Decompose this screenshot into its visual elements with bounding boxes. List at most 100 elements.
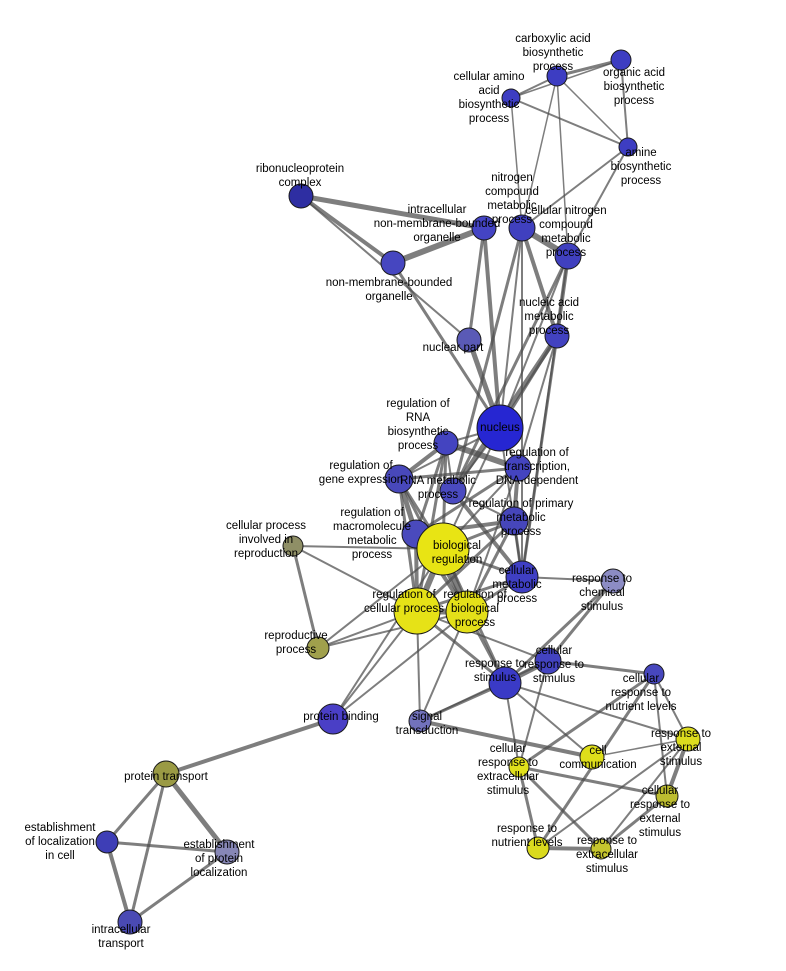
- edge-aa-nc: [510, 97, 523, 229]
- node-crexs[interactable]: [655, 784, 679, 808]
- edge-res-rextra: [600, 738, 689, 850]
- edge-inmb-nmb: [390, 225, 487, 266]
- edge-rt-rmm: [414, 466, 520, 536]
- edge-ca-cnc: [556, 75, 569, 257]
- edge-crnl-cres: [517, 672, 656, 769]
- node-rextra[interactable]: [590, 838, 612, 860]
- edge-crs-st: [419, 660, 549, 722]
- edge-cpir-rp: [291, 544, 320, 650]
- node-rge[interactable]: [384, 464, 414, 494]
- node-rmp[interactable]: [439, 477, 467, 505]
- node-np[interactable]: [456, 327, 482, 353]
- node-cpir[interactable]: [282, 535, 304, 557]
- node-label-np: nuclear part: [423, 342, 485, 354]
- edge-nam-cmp: [520, 334, 559, 579]
- node-nmb[interactable]: [380, 250, 406, 276]
- edge-rnp-nmb: [299, 194, 395, 265]
- node-rrb[interactable]: [433, 430, 459, 456]
- node-rcp[interactable]: [393, 587, 441, 635]
- node-inmb[interactable]: [471, 215, 497, 241]
- node-crnl[interactable]: [643, 663, 665, 685]
- node-cc[interactable]: [579, 744, 605, 770]
- edge-st-cc: [418, 719, 594, 759]
- edge-rp-br: [317, 548, 444, 649]
- edge-rp-rbp: [317, 611, 468, 649]
- edge-cnc-nu: [499, 255, 569, 429]
- edge-rmp-cmp: [451, 489, 524, 579]
- node-label-nu: nucleus: [480, 422, 520, 434]
- node-am[interactable]: [618, 137, 638, 157]
- node-ca[interactable]: [546, 65, 568, 87]
- node-cres[interactable]: [508, 756, 530, 778]
- edge-ca-nc: [521, 75, 558, 229]
- edge-cres-crexs: [517, 765, 669, 798]
- node-res[interactable]: [675, 726, 701, 752]
- node-cmp[interactable]: [505, 560, 539, 594]
- edge-nmb-nu: [391, 261, 502, 430]
- node-nam[interactable]: [544, 323, 570, 349]
- edge-pt-epl: [163, 771, 230, 855]
- edge-elc-epl: [105, 840, 229, 854]
- edge-cc-res: [591, 738, 689, 758]
- node-elc[interactable]: [95, 830, 119, 854]
- node-epl[interactable]: [214, 839, 240, 865]
- edge-pt-elc: [105, 772, 168, 844]
- edge-crnl-crexs: [653, 673, 668, 797]
- edge-inmb-np: [467, 226, 486, 342]
- node-pt[interactable]: [152, 760, 180, 788]
- node-nc[interactable]: [508, 214, 536, 242]
- edge-ca-oa: [555, 58, 623, 78]
- edge-pb-pt: [164, 717, 335, 776]
- edge-ca-am: [556, 75, 629, 148]
- node-rp[interactable]: [306, 636, 330, 660]
- node-br[interactable]: [416, 522, 470, 576]
- edge-inmb-nu: [482, 226, 502, 430]
- edge-res-rnl: [537, 738, 689, 849]
- node-aa[interactable]: [501, 88, 521, 108]
- node-nu[interactable]: [476, 404, 524, 452]
- node-st[interactable]: [408, 709, 432, 733]
- node-rcs[interactable]: [600, 568, 626, 594]
- edge-cres-rextra: [517, 765, 603, 851]
- node-rnl[interactable]: [526, 836, 550, 860]
- node-label-pb: protein binding: [303, 711, 378, 723]
- edge-rs-res: [504, 682, 689, 740]
- node-it[interactable]: [117, 909, 143, 935]
- node-rs[interactable]: [488, 666, 522, 700]
- edge-pb-br: [332, 548, 444, 720]
- node-pb[interactable]: [317, 703, 349, 735]
- node-cnc[interactable]: [554, 242, 582, 270]
- node-rnp[interactable]: [288, 183, 314, 209]
- edge-epl-it: [128, 850, 229, 924]
- node-rpm[interactable]: [499, 506, 529, 536]
- node-crs[interactable]: [534, 647, 562, 675]
- node-label-pt: protein transport: [124, 771, 209, 783]
- node-oa[interactable]: [610, 49, 632, 71]
- node-rbp[interactable]: [445, 590, 489, 634]
- node-rt[interactable]: [504, 454, 532, 482]
- edge-aa-am: [510, 97, 629, 148]
